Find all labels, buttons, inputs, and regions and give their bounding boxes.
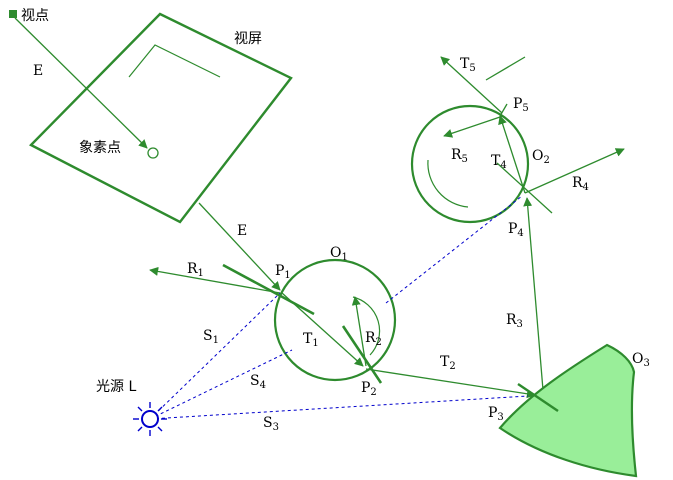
r1-label: R1 bbox=[187, 261, 204, 279]
ray-t5 bbox=[440, 56, 503, 114]
p4-label: P4 bbox=[508, 221, 524, 239]
p4-tangent bbox=[496, 162, 553, 214]
s1-label: S1 bbox=[203, 328, 219, 346]
r3-label: R3 bbox=[506, 312, 523, 330]
p5-tangent bbox=[485, 56, 526, 81]
p1-tangent bbox=[222, 263, 315, 316]
shadow-ray-s3 bbox=[149, 395, 529, 420]
shadow-ray-o1-to-p4 bbox=[385, 195, 523, 304]
screen-highlight bbox=[128, 44, 221, 78]
object-o3 bbox=[498, 343, 638, 478]
r2-label: R2 bbox=[365, 330, 382, 348]
shadow-ray-s4 bbox=[149, 349, 293, 420]
shadow-ray-s1 bbox=[149, 292, 281, 420]
p1-label: P1 bbox=[275, 263, 291, 281]
object-o2 bbox=[410, 104, 530, 224]
o1-highlight bbox=[352, 296, 381, 356]
object-o1 bbox=[273, 258, 397, 382]
p2-tangent bbox=[341, 325, 383, 384]
t4-label: T4 bbox=[491, 153, 507, 171]
viewpoint-marker bbox=[9, 10, 17, 18]
eye-ray-to-p1 bbox=[198, 202, 281, 291]
p5-label: P5 bbox=[513, 96, 529, 114]
ray-r1 bbox=[149, 266, 281, 294]
pixel-point bbox=[147, 147, 159, 159]
t5-label: T5 bbox=[460, 56, 476, 74]
view-screen bbox=[29, 12, 293, 224]
ray-t1 bbox=[281, 292, 364, 367]
ray-r2 bbox=[351, 296, 367, 367]
p2-label: P2 bbox=[361, 380, 377, 398]
o2-label: O2 bbox=[532, 148, 550, 166]
eye-ray-to-pixel bbox=[14, 17, 148, 149]
s3-label: S3 bbox=[263, 415, 279, 433]
r4-label: R4 bbox=[572, 175, 589, 193]
o2-highlight bbox=[427, 159, 469, 208]
t2-label: T2 bbox=[440, 354, 456, 372]
o3-label: O3 bbox=[632, 351, 650, 369]
p3-label: P3 bbox=[488, 405, 504, 423]
light-source-label: 光源 L bbox=[96, 379, 136, 395]
r5-label: R5 bbox=[451, 147, 468, 165]
s4-label: S4 bbox=[250, 373, 266, 391]
t1-label: T1 bbox=[303, 331, 319, 349]
screen-label: 视屏 bbox=[234, 31, 262, 47]
viewpoint-label: 视点 bbox=[21, 8, 49, 24]
pixel-label: 象素点 bbox=[79, 140, 121, 156]
p5-segment bbox=[499, 103, 508, 117]
eye-ray-label-2: E bbox=[237, 223, 247, 239]
ray-t2 bbox=[365, 368, 536, 399]
ray-r4 bbox=[524, 148, 625, 194]
ray-t4 bbox=[498, 115, 526, 194]
o1-label: O1 bbox=[330, 245, 348, 263]
ray-r3 bbox=[523, 197, 544, 391]
ray-r5 bbox=[443, 115, 504, 138]
p3-tangent bbox=[517, 383, 559, 412]
light-source-icon bbox=[133, 402, 167, 436]
eye-ray-label-1: E bbox=[33, 63, 43, 79]
